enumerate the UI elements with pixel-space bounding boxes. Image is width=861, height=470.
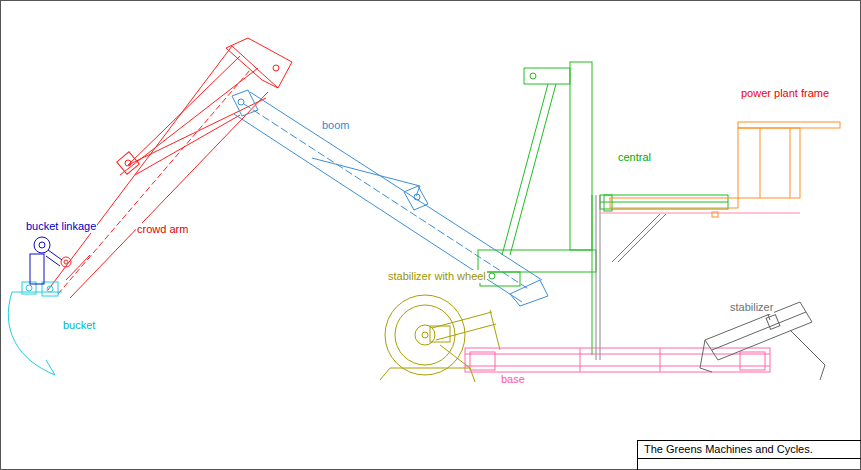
title-block-frame bbox=[637, 440, 861, 470]
boom bbox=[232, 90, 548, 306]
part-name: boom bbox=[321, 119, 351, 132]
part-name: stabilizer with wheel bbox=[387, 270, 487, 283]
bucket bbox=[8, 282, 62, 375]
part-name: central bbox=[617, 151, 652, 164]
base bbox=[465, 348, 770, 372]
part-name: bucket bbox=[62, 319, 96, 332]
part-name: crowd arm bbox=[136, 223, 189, 236]
stabilizer bbox=[700, 302, 825, 380]
part-name: bucket linkage bbox=[25, 220, 97, 233]
bucket-linkage bbox=[30, 237, 62, 284]
part-name: power plant frame bbox=[740, 87, 830, 100]
title-block: The Greens Machines and Cycles. bbox=[638, 441, 861, 458]
part-name: base bbox=[500, 373, 526, 386]
title-text: The Greens Machines and Cycles. bbox=[644, 443, 855, 456]
pink-line bbox=[600, 213, 800, 214]
part-name: stabilizer bbox=[729, 301, 774, 314]
stabilizer-with-wheel bbox=[380, 295, 500, 382]
central-post bbox=[596, 195, 600, 360]
power-plant-frame bbox=[610, 122, 840, 217]
crowd-arm bbox=[48, 38, 292, 298]
